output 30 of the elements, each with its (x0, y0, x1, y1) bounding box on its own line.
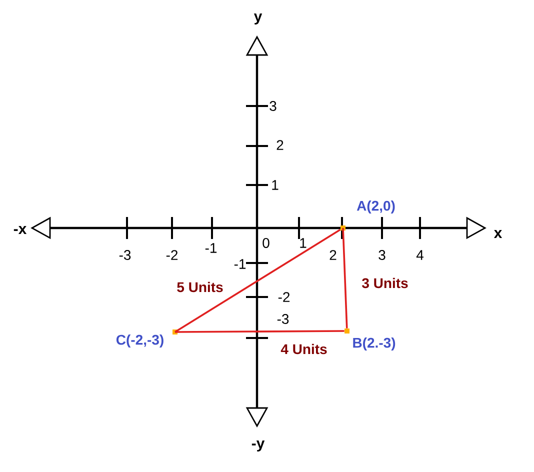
tick-label: 3 (270, 101, 276, 111)
tick-label: 2 (330, 250, 336, 260)
tick-label: 2 (276, 140, 284, 150)
tick-label: 1 (272, 180, 278, 190)
tick-label: -3 (119, 250, 131, 260)
axis-label: -x (14, 226, 27, 234)
triangle-side (175, 330, 344, 333)
triangle-side (342, 228, 348, 328)
tick-label: -2 (166, 250, 178, 260)
edge-label: 3 Units (360, 276, 410, 290)
point-label: A(2,0) (356, 200, 395, 214)
point-marker (172, 330, 178, 334)
point-label: C(-2,-3) (116, 334, 164, 348)
axis-label: y (254, 13, 262, 24)
point-marker (340, 226, 346, 230)
tick-label: -2 (278, 292, 290, 302)
triangle-side (174, 228, 341, 333)
axis-label: -y (252, 440, 265, 452)
edge-label: 4 Units (280, 342, 328, 356)
tick-label: -1 (205, 243, 217, 253)
edge-label: 5 Units (176, 280, 224, 294)
axis-label: x (494, 230, 502, 238)
tick-label: 1 (300, 238, 306, 248)
point-marker (344, 328, 350, 334)
tick-label: 0 (262, 238, 270, 248)
point-label: B(2.-3) (353, 337, 396, 351)
tick-label: -1 (234, 259, 246, 269)
tick-label: 4 (416, 250, 424, 260)
tick-label: 3 (378, 250, 386, 260)
tick-label: -3 (277, 314, 289, 324)
